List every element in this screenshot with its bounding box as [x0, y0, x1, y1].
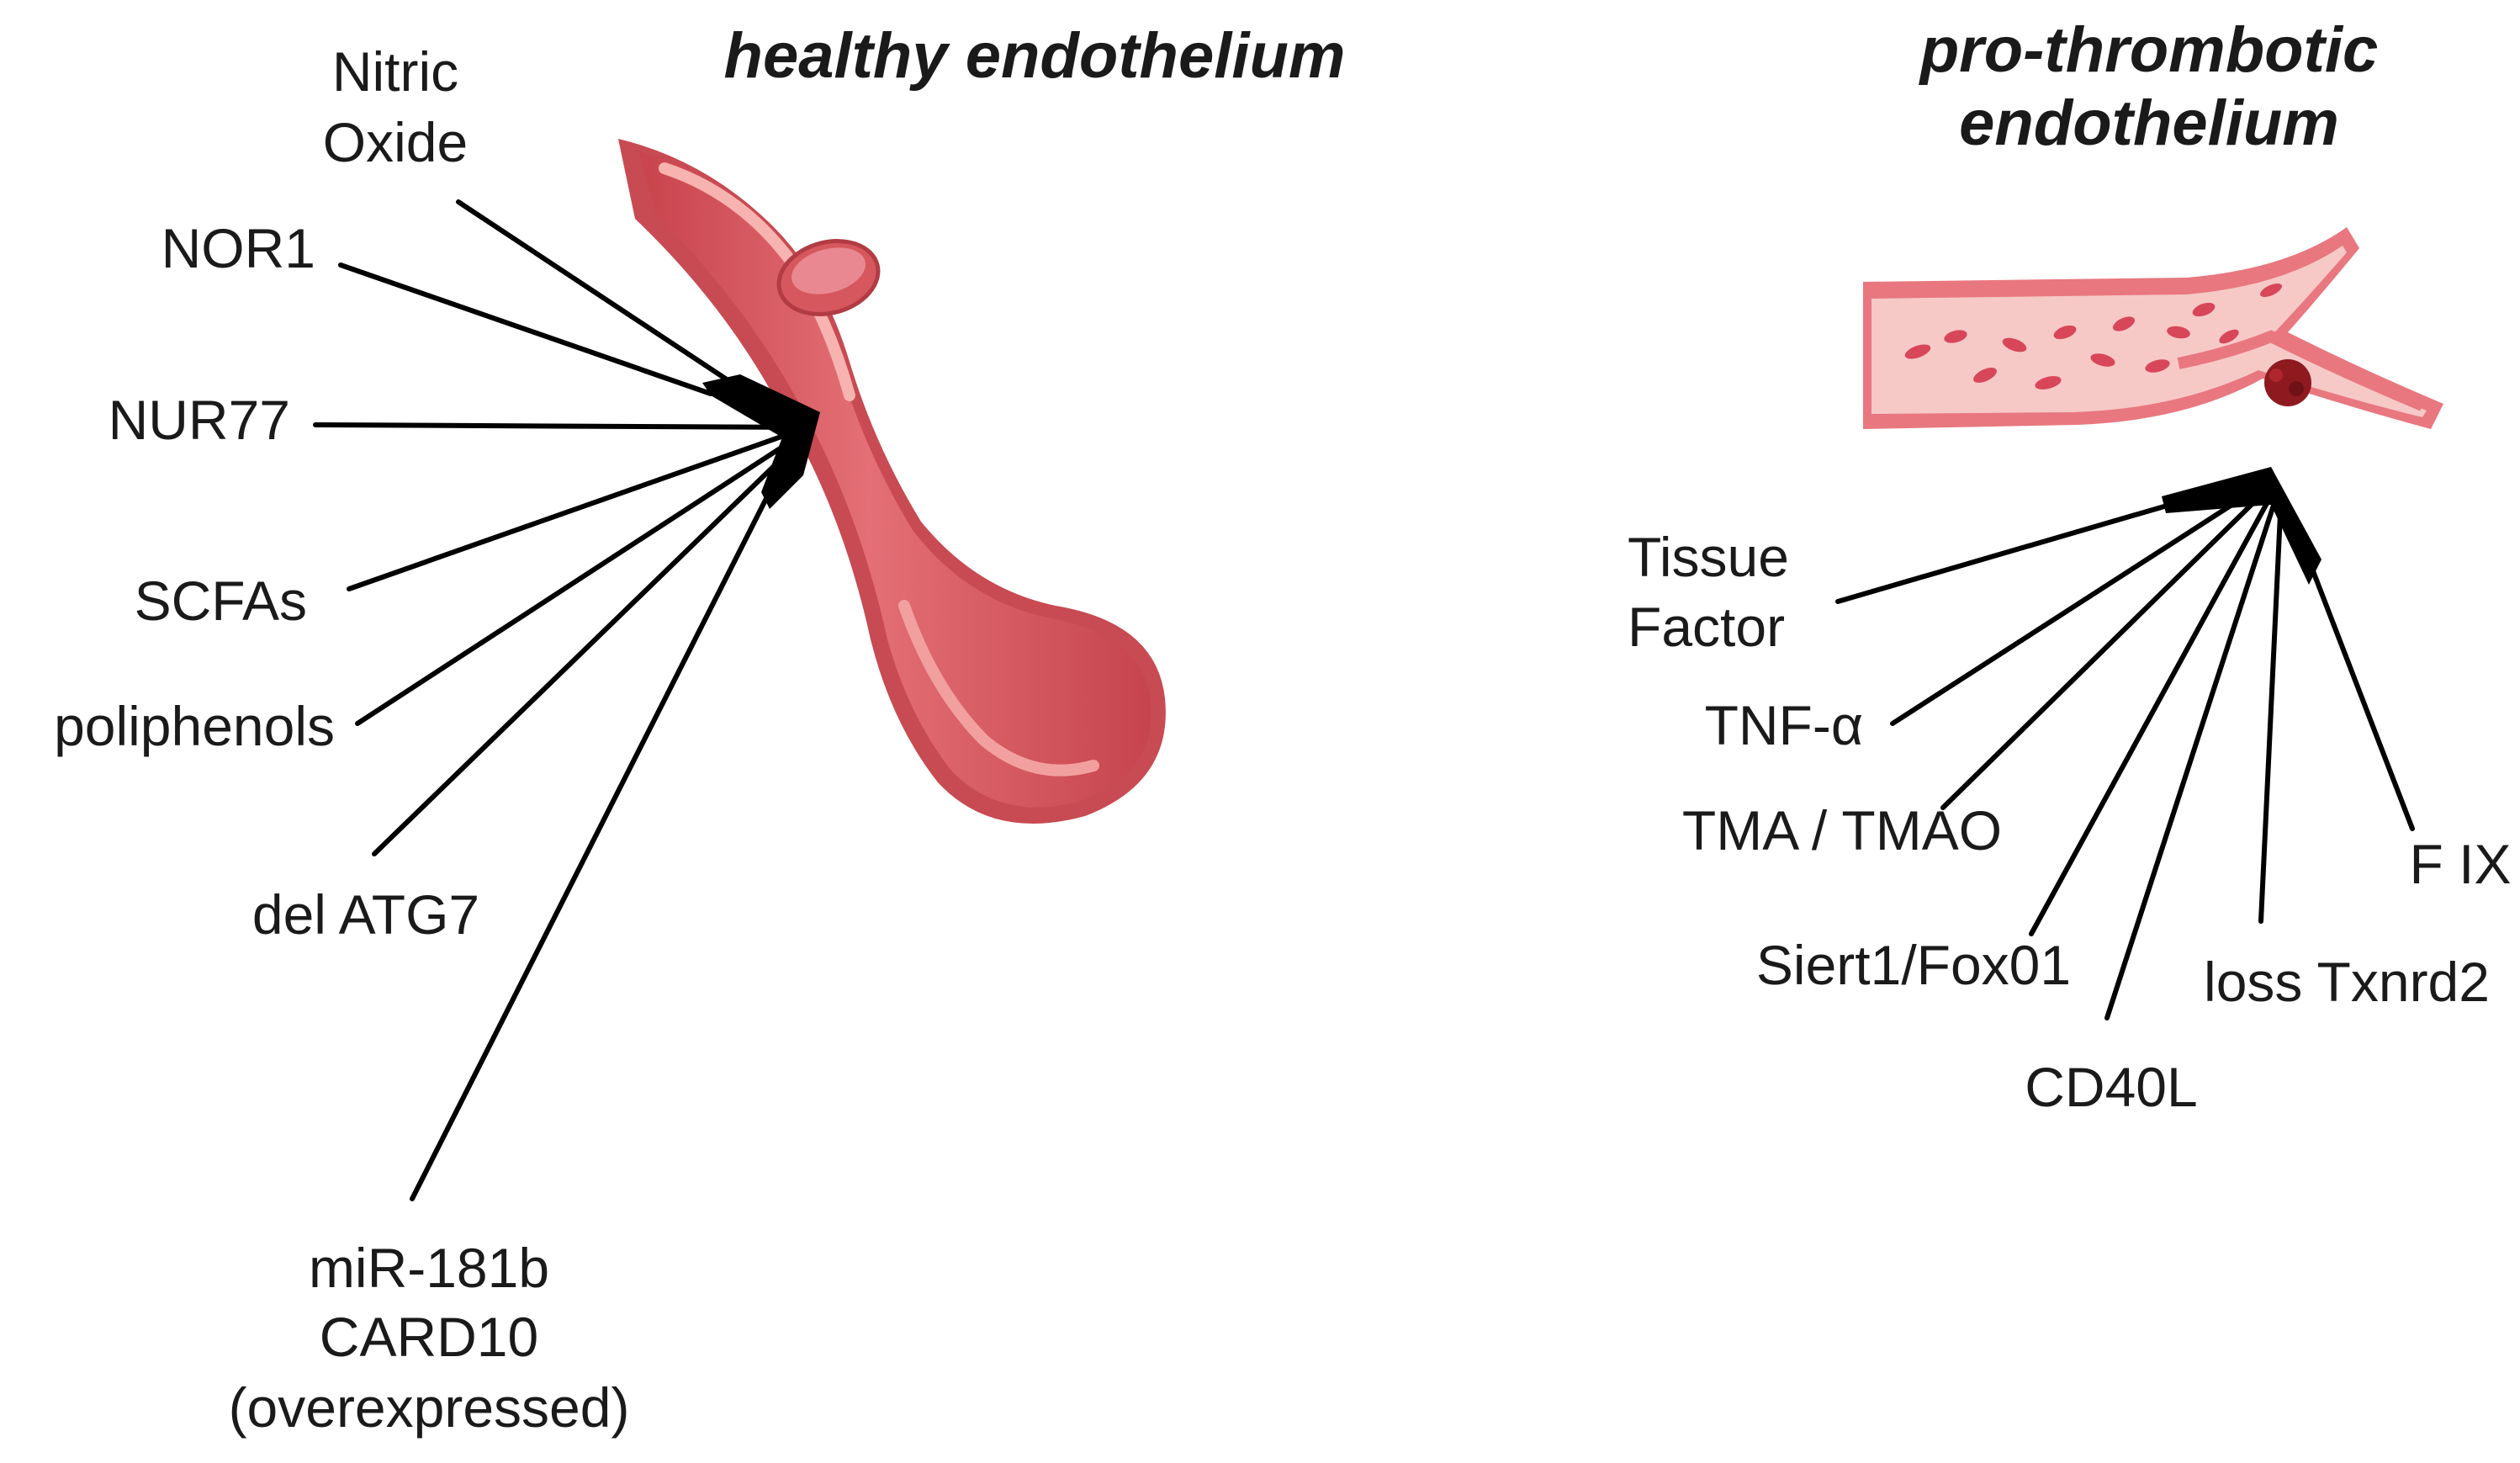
- label-f-ix: F IX: [2409, 833, 2511, 895]
- connector-tnf: [1890, 477, 2274, 726]
- vessel-body: [639, 151, 1151, 808]
- connector-nur77: [313, 422, 810, 430]
- connector-del-atg7: [372, 439, 802, 856]
- connector-siert: [2029, 485, 2278, 936]
- label-tma-tmao: TMA / TMAO: [1682, 799, 2002, 861]
- label-nitric: Nitric: [332, 40, 458, 103]
- connector-tma: [1940, 481, 2275, 810]
- label-poliphenols: poliphenols: [54, 695, 335, 757]
- red-blood-cells: [1904, 283, 2282, 390]
- connector-fix: [2298, 536, 2415, 831]
- prothrombotic-connectors: [1835, 473, 2415, 1020]
- label-del-atg7: del ATG7: [252, 883, 479, 946]
- thrombus-clot: [2264, 359, 2311, 406]
- vessel-highlight-lower: [898, 600, 1099, 777]
- label-mir181b: miR-181b: [309, 1237, 549, 1299]
- label-nur77: NUR77: [109, 389, 290, 451]
- vessel-branch-wall: [2177, 330, 2425, 411]
- label-scfas: SCFAs: [135, 570, 307, 632]
- connector-cd40l: [2104, 490, 2280, 1020]
- prothrombotic-title-line1: pro-thrombotic: [1919, 14, 2379, 86]
- connector-scfas: [347, 425, 810, 591]
- label-nor1: NOR1: [161, 217, 315, 279]
- label-overexpressed: (overexpressed): [229, 1376, 630, 1439]
- connector-tissue-factor: [1835, 473, 2274, 604]
- healthy-connectors: [313, 199, 810, 1201]
- connector-loss-txnrd2: [2258, 494, 2284, 924]
- connector-nitric-oxide: [456, 199, 734, 385]
- healthy-vessel-illustration: [618, 139, 1166, 824]
- label-factor: Factor: [1628, 596, 1785, 658]
- connector-poliphenols: [355, 431, 806, 726]
- healthy-arrowhead: [702, 374, 820, 509]
- label-tissue: Tissue: [1628, 526, 1789, 588]
- label-loss-txnrd2: loss Txnrd2: [2204, 951, 2490, 1013]
- vessel-opening-inner: [791, 247, 866, 294]
- healthy-title: healthy endothelium: [724, 20, 1346, 92]
- connector-nor1: [338, 262, 713, 396]
- label-tnf-alpha: TNF-α: [1705, 694, 1863, 756]
- label-card10: CARD10: [320, 1306, 538, 1368]
- label-siert1-fox01: Siert1/Fox01: [1756, 934, 2071, 996]
- prothrombotic-vessel-illustration: [1863, 227, 2443, 429]
- label-cd40l: CD40L: [2025, 1056, 2197, 1118]
- connector-mir181b: [410, 456, 789, 1201]
- prothrombotic-title-line2: endothelium: [1959, 87, 2339, 159]
- label-oxide: Oxide: [323, 111, 468, 173]
